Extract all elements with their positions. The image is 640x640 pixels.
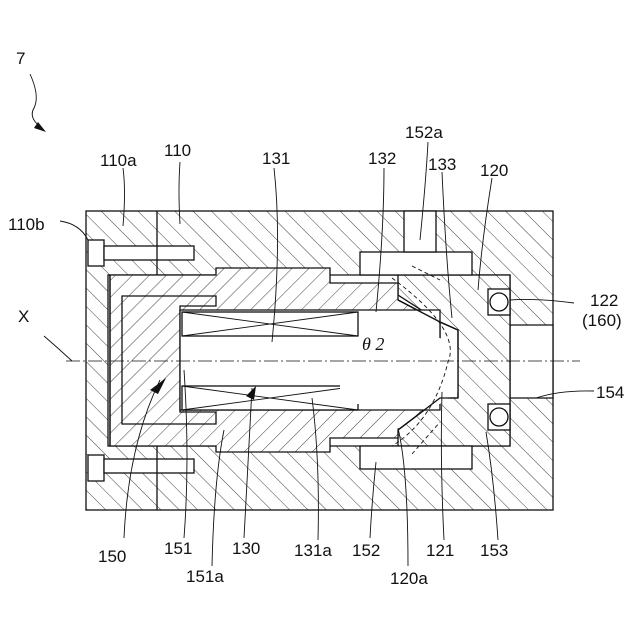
label-151a: 151a — [186, 567, 224, 586]
coil-131 — [182, 312, 358, 336]
channel-152 — [360, 446, 472, 469]
label-131a: 131a — [294, 541, 332, 560]
label-160: (160) — [582, 311, 622, 330]
label-133: 133 — [428, 155, 456, 174]
outlet-port-154 — [510, 325, 553, 398]
label-121: 121 — [426, 541, 454, 560]
label-131: 131 — [262, 149, 290, 168]
label-151: 151 — [164, 539, 192, 558]
label-153: 153 — [480, 541, 508, 560]
label-110b: 110b — [8, 215, 45, 234]
label-110a: 110a — [100, 151, 137, 170]
label-theta-2: θ 2 — [362, 334, 384, 354]
figure-arrow-icon — [34, 122, 46, 132]
label-130: 130 — [232, 539, 260, 558]
label-120a: 120a — [390, 569, 428, 588]
label-150: 150 — [98, 547, 126, 566]
label-152a: 152a — [405, 123, 443, 142]
label-110: 110 — [164, 141, 191, 160]
label-122: 122 — [590, 291, 618, 310]
figure-number: 7 — [16, 49, 25, 68]
coil-131a — [182, 386, 358, 410]
label-132: 132 — [368, 149, 396, 168]
label-axis-x: X — [18, 307, 29, 326]
label-120: 120 — [480, 161, 508, 180]
label-154: 154 — [596, 383, 624, 402]
label-152: 152 — [352, 541, 380, 560]
